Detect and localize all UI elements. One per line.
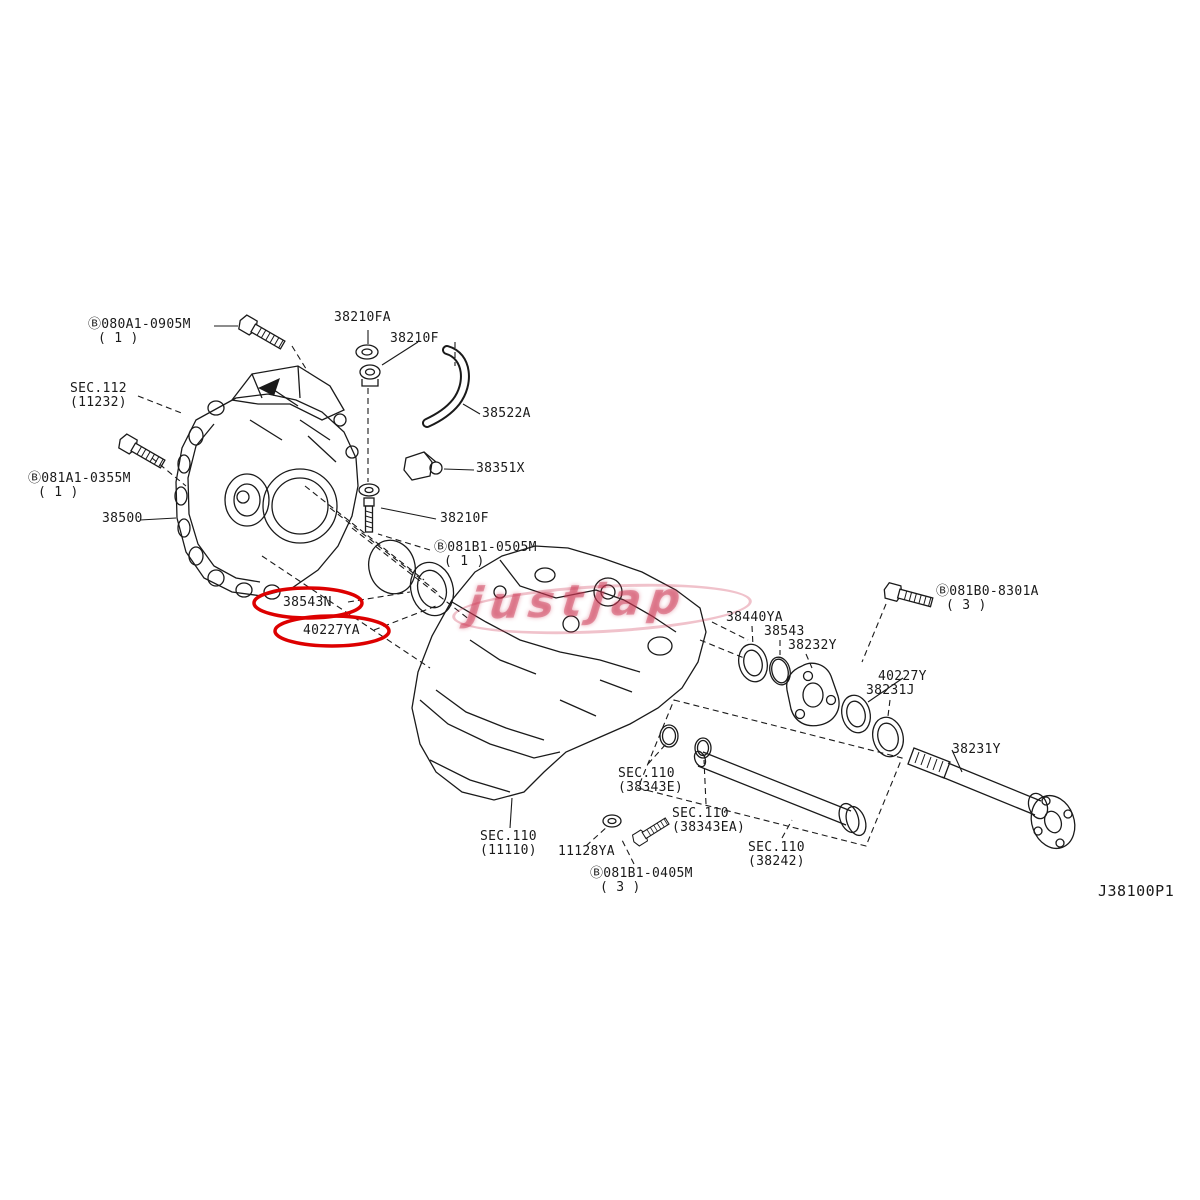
drain-washer-art xyxy=(602,814,622,828)
bolt-icon-081a1 xyxy=(115,431,168,472)
extension-tube-art xyxy=(659,724,867,837)
part-label-081A1-0355M: Ⓑ081A1-0355M ( 1 ) xyxy=(28,472,131,500)
part-label-38500: 38500 xyxy=(102,512,143,526)
oil-pan-art xyxy=(411,545,707,801)
part-label-38543: 38543 xyxy=(764,625,805,639)
part-number-text: Ⓑ081B1-0405M xyxy=(590,866,693,881)
part-number-text: Ⓑ081B1-0505M xyxy=(434,540,537,555)
part-number-text: 11128YA xyxy=(558,844,615,859)
part-number-text: 38440YA xyxy=(726,610,783,625)
side-shaft-art xyxy=(907,747,1076,850)
leader-lines xyxy=(139,325,963,829)
part-label-081B0-8301A: Ⓑ081B0-8301A ( 3 ) xyxy=(936,585,1039,613)
part-label-38522A: 38522A xyxy=(482,407,531,421)
part-label-38440YA: 38440YA xyxy=(726,611,783,625)
part-number-text: Ⓑ080A1-0905M xyxy=(88,317,191,332)
bolt-icon-080a1 xyxy=(235,312,288,353)
section-sub-text: (11232) xyxy=(70,395,127,410)
section-sub-text: (11110) xyxy=(480,843,537,858)
drawing-code: J38100P1 xyxy=(1098,882,1175,900)
part-number-text: 38500 xyxy=(102,511,143,526)
qty-text: ( 3 ) xyxy=(946,598,987,613)
part-number-text: 38231J xyxy=(866,683,915,698)
section-label-110-38242: SEC.110 (38242) xyxy=(748,841,805,869)
qty-text: ( 3 ) xyxy=(600,880,641,895)
qty-text: ( 1 ) xyxy=(444,554,485,569)
bolt-icon-081b1-0405 xyxy=(629,815,672,848)
part-label-38231Y: 38231Y xyxy=(952,743,1001,757)
part-label-081B1-0505M: Ⓑ081B1-0505M ( 1 ) xyxy=(434,541,537,569)
part-number-text: 38351X xyxy=(476,461,525,476)
part-number-text: 38232Y xyxy=(788,638,837,653)
section-text: SEC.112 xyxy=(70,381,127,396)
part-number-text: 40227Y xyxy=(878,669,927,684)
part-number-text: 38231Y xyxy=(952,742,1001,757)
section-sub-text: (38343E) xyxy=(618,780,684,795)
direction-arrow-icon xyxy=(258,378,280,396)
part-number-text: 38210F xyxy=(390,331,439,346)
carrier-seal-art xyxy=(368,539,455,617)
section-sub-text: (38343EA) xyxy=(672,820,746,835)
section-label-110-38343E: SEC.110 (38343E) xyxy=(618,767,683,795)
part-label-11128YA: 11128YA xyxy=(558,845,615,859)
section-text: SEC.110 xyxy=(672,806,729,821)
part-label-40227YA-highlighted: 40227YA xyxy=(303,624,360,638)
diff-carrier-art xyxy=(174,365,359,600)
part-number-text: 38210FA xyxy=(334,310,391,325)
section-label-110-11110: SEC.110 (11110) xyxy=(480,830,537,858)
part-number-text: 40227YA xyxy=(303,623,360,638)
section-text: SEC.110 xyxy=(748,840,805,855)
part-number-text: 38210F xyxy=(440,511,489,526)
section-text: SEC.110 xyxy=(618,766,675,781)
breather-hose-art xyxy=(422,345,470,428)
part-label-38210F-mid: 38210F xyxy=(440,512,489,526)
side-seals-art xyxy=(734,640,904,758)
breather-connector-art xyxy=(403,451,443,481)
part-number-text: 38543 xyxy=(764,624,805,639)
part-label-080A1-0905M: Ⓑ080A1-0905M ( 1 ) xyxy=(88,318,191,346)
section-label-110-38343EA: SEC.110 (38343EA) xyxy=(672,807,745,835)
stud-washer-art xyxy=(358,483,380,533)
highlight-40227ya xyxy=(273,614,391,648)
section-text: SEC.110 xyxy=(480,829,537,844)
section-sub-text: (38242) xyxy=(748,854,805,869)
part-label-40227Y: 40227Y xyxy=(878,670,927,684)
part-number-text: Ⓑ081A1-0355M xyxy=(28,471,131,486)
part-label-38543N-highlighted: 38543N xyxy=(283,596,332,610)
part-number-text: 38522A xyxy=(482,406,531,421)
part-label-38210FA: 38210FA xyxy=(334,311,391,325)
bolt-icon-081b0 xyxy=(881,581,935,611)
part-label-38231J: 38231J xyxy=(866,684,915,698)
part-label-38210F-top: 38210F xyxy=(390,332,439,346)
part-label-38232Y: 38232Y xyxy=(788,639,837,653)
qty-text: ( 1 ) xyxy=(98,331,139,346)
part-number-text: Ⓑ081B0-8301A xyxy=(936,584,1039,599)
breather-grommets-art xyxy=(355,344,381,387)
qty-text: ( 1 ) xyxy=(38,485,79,500)
part-label-081B1-0405M: Ⓑ081B1-0405M ( 3 ) xyxy=(590,867,693,895)
section-label-112: SEC.112 (11232) xyxy=(70,382,127,410)
part-label-38351X: 38351X xyxy=(476,462,525,476)
highlight-ellipses xyxy=(252,586,391,648)
bolt-icons xyxy=(115,312,935,848)
part-number-text: 38543N xyxy=(283,595,332,610)
